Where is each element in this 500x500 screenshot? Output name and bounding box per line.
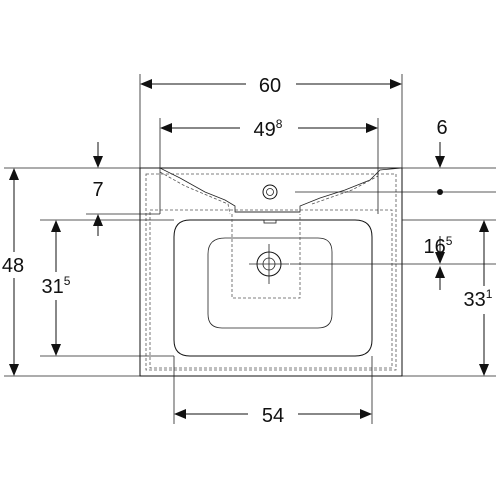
dimension-overall-width: 60 bbox=[140, 70, 402, 98]
drain bbox=[249, 244, 289, 284]
overall-width-value: 60 bbox=[259, 75, 281, 97]
overflow-slot bbox=[263, 219, 277, 224]
rim-depth-value: 7 bbox=[92, 179, 103, 201]
dimension-overall-depth: 48 bbox=[0, 168, 28, 376]
svg-text:165: 165 bbox=[424, 234, 453, 258]
drain-offset-value: 16 bbox=[424, 236, 446, 258]
bowl-width-value: 54 bbox=[262, 405, 284, 427]
tap-offset-value: 6 bbox=[436, 117, 447, 139]
svg-text:315: 315 bbox=[42, 274, 71, 298]
dimension-tap-offset: 6 bbox=[435, 117, 448, 195]
basin-outline bbox=[139, 167, 403, 377]
dimension-bowl-width: 54 bbox=[174, 400, 372, 428]
dimension-rim-depth: 7 bbox=[92, 142, 104, 236]
bowl-depth-value: 31 bbox=[42, 276, 64, 298]
dimension-drain-offset: 165 bbox=[424, 234, 453, 290]
inner-width-value: 49 bbox=[254, 119, 276, 141]
overall-depth-value: 48 bbox=[2, 255, 24, 277]
svg-text:498: 498 bbox=[254, 117, 283, 141]
bowl-depth-sup: 5 bbox=[64, 274, 71, 288]
dimension-inner-width: 498 bbox=[160, 114, 378, 142]
extension-lines bbox=[4, 74, 496, 424]
tap-hole bbox=[262, 184, 278, 200]
bowl-outline bbox=[173, 219, 373, 357]
dimension-front-depth: 331 bbox=[460, 220, 500, 376]
front-depth-sup: 1 bbox=[486, 287, 493, 301]
front-depth-value: 33 bbox=[464, 289, 486, 311]
svg-text:48: 48 bbox=[2, 255, 24, 277]
inner-basin-outline bbox=[207, 237, 333, 329]
svg-text:7: 7 bbox=[92, 179, 103, 201]
svg-text:60: 60 bbox=[259, 75, 281, 97]
drain-offset-sup: 5 bbox=[446, 234, 453, 248]
svg-text:54: 54 bbox=[262, 405, 284, 427]
inner-width-sup: 8 bbox=[276, 117, 283, 131]
svg-text:6: 6 bbox=[436, 117, 447, 139]
dimension-bowl-depth: 315 bbox=[34, 220, 80, 356]
svg-text:331: 331 bbox=[464, 287, 493, 311]
